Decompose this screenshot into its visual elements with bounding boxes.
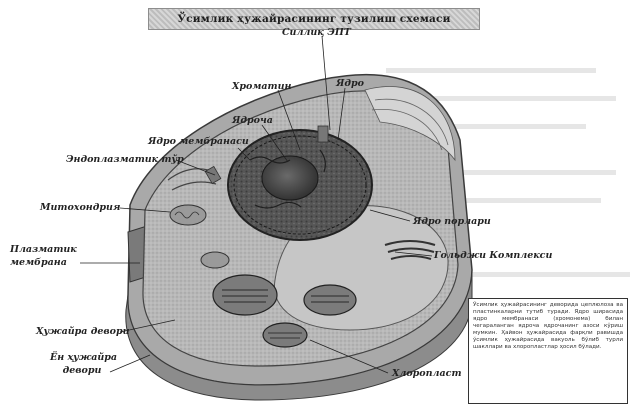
label-devori: девори: [50, 365, 114, 376]
label-xromatin: Хроматин: [232, 81, 291, 92]
chloroplast: [213, 275, 277, 315]
label-plazmatik: Плазматик: [10, 244, 77, 255]
chloroplast: [263, 323, 307, 347]
label-xloroplast: Хлоропласт: [392, 368, 462, 379]
label-yadro: Ядро: [336, 78, 364, 89]
info-box: Ўсимлик ҳужайрасининг деворида цеплюлоза…: [468, 298, 628, 404]
label-golji: Гольджи Комплекси: [434, 250, 552, 261]
label-yadro-poralari: Ядро порлари: [413, 216, 491, 227]
info-text: Ўсимлик ҳужайрасининг деворида цеплюлоза…: [473, 302, 623, 351]
label-en-hujayra: Ён ҳужайра: [50, 352, 114, 363]
mitochondrion: [201, 252, 229, 268]
nucleolus: [262, 156, 318, 200]
label-endoplazmatik: Эндоплазматик тўр: [66, 154, 184, 165]
label-membrana: мембрана: [10, 257, 67, 268]
label-silliq-ept: Силлиқ ЭПТ: [282, 27, 351, 38]
label-mitoxondriya: Митохондрия: [40, 202, 120, 213]
plasmodesma: [318, 126, 328, 142]
label-yadro-membranasi: Ядро мембранаси: [148, 136, 249, 147]
label-hujayra-devori: Ҳужайра девори: [36, 326, 130, 337]
chloroplast: [304, 285, 356, 315]
label-yadrocha: Ядроча: [232, 115, 273, 126]
